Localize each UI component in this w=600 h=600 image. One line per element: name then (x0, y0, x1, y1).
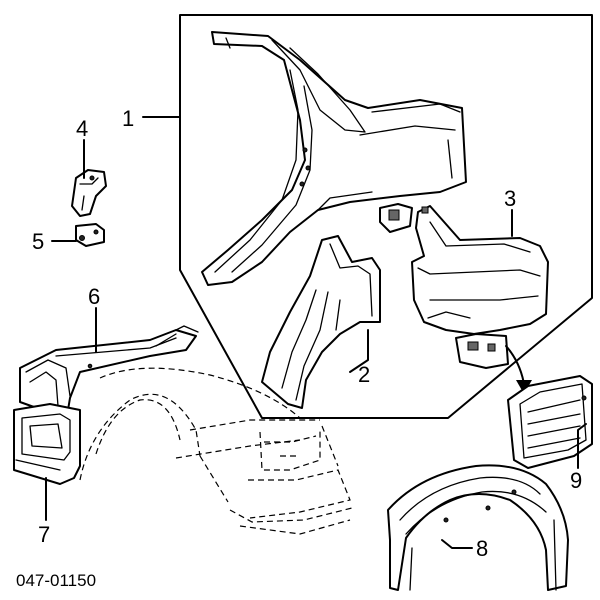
callout-3: 3 (504, 186, 516, 211)
lower-quarter-panel (13, 403, 81, 485)
assembly-boundary (179, 14, 593, 419)
wheel-house-liner (387, 464, 569, 591)
leader-line-2 (349, 329, 369, 373)
callout-6: 6 (88, 284, 100, 309)
vehicle-body-dashed (79, 367, 353, 535)
bracket-part (71, 169, 107, 217)
callout-8: 8 (476, 536, 488, 561)
diagram-code: 047-01150 (16, 571, 96, 590)
callout-9: 9 (570, 468, 582, 493)
rear-extension-panel (379, 203, 549, 369)
leader-line-9 (577, 423, 587, 469)
leader-line-8 (441, 539, 473, 549)
callout-5: 5 (32, 229, 44, 254)
quarter-panel-outer (201, 31, 467, 286)
connector-arrow-head (516, 380, 532, 394)
quarter-panel-inner (261, 235, 381, 409)
vent-grille (507, 375, 593, 469)
callout-4: 4 (76, 116, 88, 141)
callout-2: 2 (358, 362, 370, 387)
connector-arrow-line (505, 345, 525, 385)
callout-1: 1 (122, 106, 134, 131)
clip-part (75, 223, 105, 247)
callout-7: 7 (38, 522, 50, 547)
